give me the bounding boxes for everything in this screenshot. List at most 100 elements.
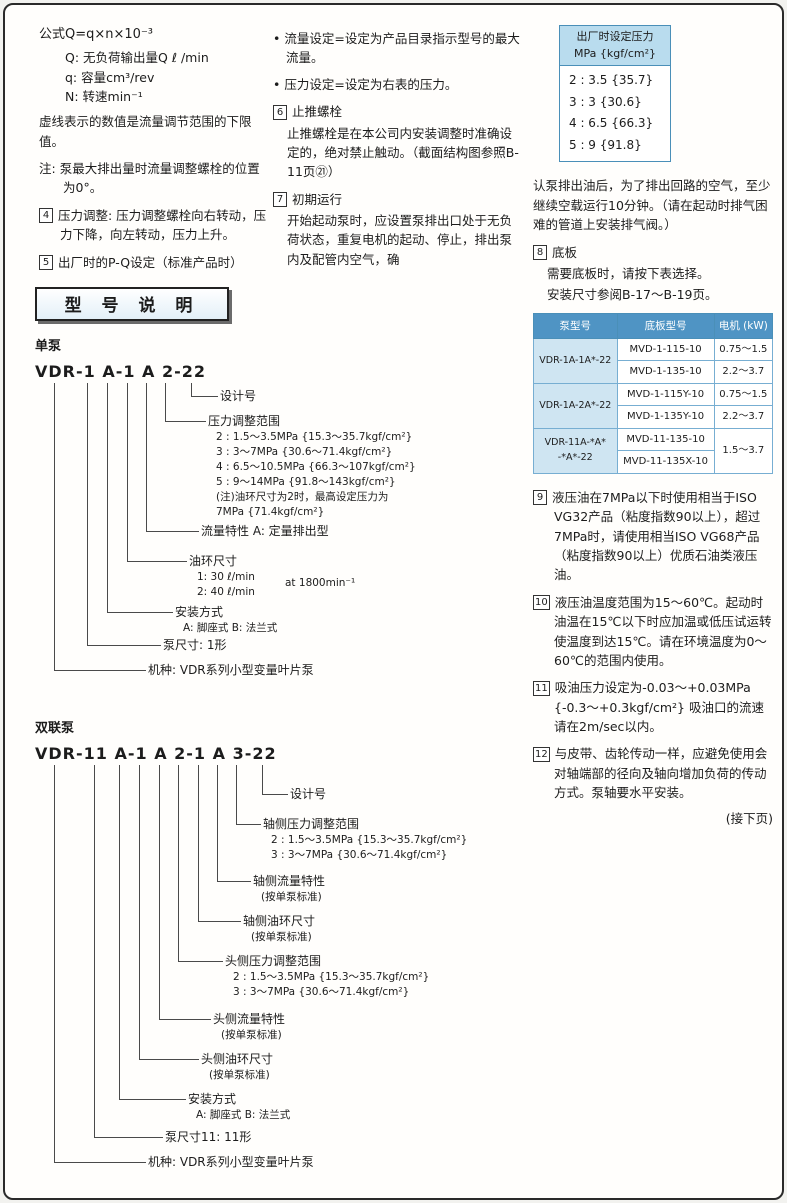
motor-kw-cell: 0.75～1.5 [713, 382, 774, 407]
pump-model-cell: VDR-11A-*A* -*A*-22 [533, 427, 618, 474]
header-pump-model: 泵型号 [533, 312, 618, 339]
head-pressure-options: 2 : 1.5～3.5MPa {15.3～35.7kgf/cm²} 3 : 3～… [233, 970, 429, 1000]
item-11-text: 吸油压力设定为-0.03～+0.03MPa {-0.3～+0.3kgf/cm²}… [554, 680, 764, 735]
option-line: 2 : 1.5～3.5MPa {15.3～35.7kgf/cm²} [216, 431, 413, 443]
table-row: MVD-11-135X-10 [534, 450, 773, 474]
baseplate-model-cell: MVD-1-135-10 [616, 360, 715, 384]
option-line: 3 : 3～7MPa {30.6～71.4kgf/cm²} [233, 986, 410, 998]
pressure-row: 2 : 3.5 {35.7} [569, 73, 654, 87]
baseplate-model-cell: MVD-11-135-10 [616, 427, 715, 452]
baseplate-table: 泵型号 底板型号 电机 (kW) VDR-1A-1A*-22 MVD-1-115… [533, 312, 774, 474]
label-design-number: 设计号 [220, 389, 257, 403]
baseplate-header-row: 泵型号 底板型号 电机 (kW) [533, 312, 774, 339]
option-line: 3 : 3～7MPa {30.6～71.4kgf/cm²} [271, 849, 448, 861]
tree-connector [107, 383, 173, 613]
tree-connector [87, 383, 161, 646]
item-8-numbox: 8 [533, 245, 547, 260]
item-4-text: 压力调整: 压力调整螺栓向右转动，压力下降，向左转动，压力上升。 [58, 207, 267, 243]
option-line: 2 : 1.5～3.5MPa {15.3～35.7kgf/cm²} [271, 834, 468, 846]
option-line: 4 : 6.5～10.5MPa {66.3～107kgf/cm²} [216, 461, 416, 473]
label-head-pressure-range: 头侧压力调整范围 [225, 954, 322, 968]
item-4-pressure-adjust: 4 压力调整: 压力调整螺栓向右转动，压力下降，向左转动，压力上升。 [39, 206, 271, 245]
label-machine-series: 机种: VDR系列小型变量叶片泵 [148, 1155, 314, 1169]
label-shaft-pressure-range: 轴侧压力调整范围 [263, 817, 360, 831]
bullet-marker: • [273, 76, 281, 92]
oil-ring-speed-note: at 1800min⁻¹ [285, 577, 356, 589]
double-pump-model-code: VDR-11 A-1 A 2-1 A 3-22 [35, 744, 277, 763]
label-machine-series: 机种: VDR系列小型变量叶片泵 [148, 663, 314, 677]
option-line: 1: 30 ℓ/min [197, 571, 255, 583]
option-line: 2 : 1.5～3.5MPa {15.3～35.7kgf/cm²} [233, 971, 430, 983]
item-7-title: 初期运行 [292, 191, 343, 207]
bullet-pressure-text: 压力设定=设定为右表的压力。 [284, 76, 458, 92]
item-5-numbox: 5 [39, 255, 53, 271]
option-line: (按单泵标准) [251, 931, 312, 943]
label-shaft-oil-ring-size: 轴侧油环尺寸 [243, 914, 316, 928]
factory-pressure-table-body: 2 : 3.5 {35.7} 3 : 3 {30.6} 4 : 6.5 {66.… [560, 66, 670, 161]
label-head-oil-ring-size: 头侧油环尺寸 [201, 1052, 274, 1066]
head-flow-note: (按单泵标准) [221, 1028, 282, 1043]
item-10-numbox: 10 [533, 595, 550, 611]
bullet-flow-setting: • 流量设定=设定为产品目录指示型号的最大流量。 [273, 29, 523, 68]
item-12-numbox: 12 [533, 746, 550, 762]
item-6-text: 止推螺栓是在本公司内安装调整时准确设定的，绝对禁止触动。（截面结构图参照B-11… [287, 125, 519, 180]
label-pump-size: 泵尺寸: 1形 [163, 638, 227, 652]
mounting-options: A: 脚座式 B: 法兰式 [196, 1108, 290, 1123]
header-motor-kw: 电机 (kW) [713, 312, 774, 339]
item-12-text: 与皮带、齿轮传动一样，应避免使用会对轴端部的径向及轴向增加负荷的传动方式。泵轴要… [554, 746, 768, 801]
option-line: A: 脚座式 B: 法兰式 [196, 1109, 291, 1121]
table-row: MVD-1-135-10 2.2～3.7 [534, 360, 774, 384]
pressure-header-line2: MPa {kgf/cm²} [574, 46, 656, 60]
bullet-pressure-setting: • 压力设定=设定为右表的压力。 [273, 75, 523, 94]
table-row: VDR-1A-1A*-22 MVD-1-115-10 0.75～1.5 [533, 337, 774, 384]
item-6-title: 止推螺栓 [292, 104, 343, 120]
next-page-note: (接下页) [725, 810, 773, 826]
option-line: A: 脚座式 B: 法兰式 [183, 622, 278, 634]
item-5-text: 出厂时的P-Q设定（标准产品时） [58, 254, 243, 270]
baseplate-model-cell: MVD-1-115-10 [616, 337, 715, 362]
item-5-factory-pq: 5 出厂时的P-Q设定（标准产品时） [39, 253, 271, 272]
tree-connector [198, 765, 241, 922]
tree-connector [127, 383, 187, 562]
item-10-text: 液压油温度范围为15～60℃。起动时油温在15℃以下时应加温或低压试运转使温度到… [554, 594, 772, 668]
bullet-flow-text: 流量设定=设定为产品目录指示型号的最大流量。 [284, 31, 520, 66]
bullet-marker: • [273, 31, 281, 46]
continuation-paragraph: 认泵排出油后，为了排出回路的空气，至少继续空载运行10分钟。（请在起动时排气困难… [533, 178, 771, 233]
note-paragraph: 注: 泵最大排出量时流量调整螺栓的位置为0°。 [39, 159, 271, 198]
shaft-pressure-options: 2 : 1.5～3.5MPa {15.3～35.7kgf/cm²} 3 : 3～… [271, 833, 467, 863]
header-baseplate-model: 底板型号 [616, 312, 715, 339]
formula-definitions: Q: 无负荷输出量Q ℓ /min q: 容量cm³/rev N: 转速min⁻… [39, 48, 271, 106]
double-pump-tree: 设计号 轴侧压力调整范围 2 : 1.5～3.5MPa {15.3～35.7kg… [35, 765, 527, 1181]
label-pressure-adjust-range: 压力调整范围 [208, 414, 281, 428]
tree-connector [54, 383, 146, 671]
single-pump-model-code: VDR-1 A-1 A 2-22 [35, 362, 207, 381]
oil-ring-options: 1: 30 ℓ/min 2: 40 ℓ/min [197, 570, 255, 600]
label-shaft-flow-characteristic: 轴侧流量特性 [253, 874, 326, 888]
pressure-range-options: 2 : 1.5～3.5MPa {15.3～35.7kgf/cm²} 3 : 3～… [216, 430, 416, 520]
definition-q-upper: Q: 无负荷输出量Q ℓ /min [65, 50, 209, 66]
definition-n: N: 转速min⁻¹ [65, 88, 143, 104]
tree-connector [178, 765, 223, 962]
motor-kw-cell: 1.5～3.7 [713, 427, 774, 474]
table-row: VDR-11A-*A* -*A*-22 MVD-11-135-10 1.5～3.… [533, 427, 774, 474]
table-row: VDR-1A-2A*-22 MVD-1-115Y-10 0.75～1.5 [533, 382, 774, 429]
label-head-flow-characteristic: 头侧流量特性 [213, 1012, 286, 1026]
tree-connector [94, 765, 163, 1138]
option-line: (按单泵标准) [221, 1029, 282, 1041]
note-text: 泵最大排出量时流量调整螺栓的位置为0°。 [59, 161, 260, 196]
tree-connector [236, 765, 261, 825]
note-prefix: 注: [39, 161, 56, 177]
column-middle: • 流量设定=设定为产品目录指示型号的最大流量。 • 压力设定=设定为右表的压力… [273, 29, 523, 269]
motor-kw-cell: 2.2～3.7 [713, 405, 774, 429]
page-frame: 公式Q=q×n×10⁻³ Q: 无负荷输出量Q ℓ /min q: 容量cm³/… [3, 3, 784, 1200]
tree-connector [191, 383, 218, 397]
motor-kw-cell: 2.2～3.7 [713, 360, 774, 384]
item-4-numbox: 4 [39, 208, 53, 224]
shaft-oil-ring-note: (按单泵标准) [251, 930, 312, 945]
